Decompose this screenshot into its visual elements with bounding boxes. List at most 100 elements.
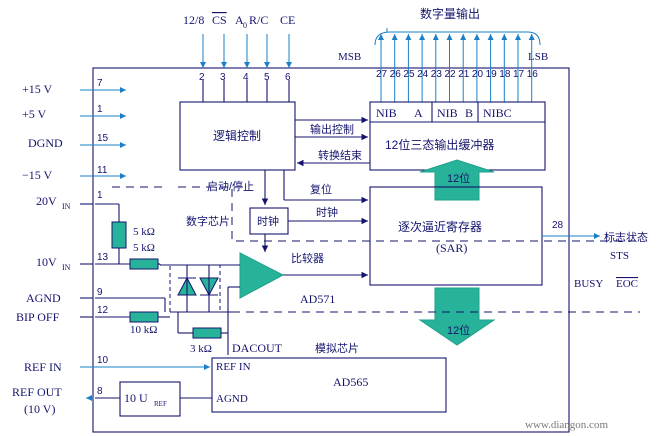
left-num-15: 15	[97, 133, 109, 144]
left-num-7: 7	[97, 78, 103, 89]
left-num-13: 13	[97, 252, 109, 263]
left-num-12: 12	[97, 305, 109, 316]
pin-label-rc: R/C	[249, 13, 268, 27]
pin-num-6: 6	[285, 72, 291, 83]
pin-label-12-8: 12/8	[183, 13, 204, 27]
resistor-10k	[129, 311, 159, 323]
left-label-agnd: AGND	[26, 291, 61, 305]
clock-block-label: 时钟	[257, 214, 279, 228]
lsb-label: LSB	[528, 51, 548, 63]
left-num-8: 8	[97, 386, 103, 397]
reset-label: 复位	[310, 182, 332, 196]
pin-label-cs: CS	[212, 13, 227, 27]
left-label-refin: REF IN	[24, 360, 62, 374]
busy-label: BUSY	[574, 278, 603, 290]
output-pin-17: 17	[513, 69, 525, 80]
left-pins: +15 V +5 V DGND −15 V 20V IN 10V IN AGND…	[12, 78, 210, 416]
reference-block	[119, 381, 181, 417]
left-label-10vin-sub: IN	[62, 263, 71, 272]
logic-control-label: 逻辑控制	[213, 129, 261, 143]
conversion-end-label: 转换结束	[318, 148, 362, 162]
chip-outline	[92, 67, 570, 433]
output-pin-21: 21	[458, 69, 470, 80]
left-num-10: 10	[97, 355, 109, 366]
dacout-label: DACOUT	[232, 341, 283, 355]
eoc-label: EOC	[616, 278, 638, 290]
left-label-refout-value: (10 V)	[24, 402, 55, 416]
left-num-11: 11	[97, 165, 108, 176]
resistor-3k-label: 3 kΩ	[190, 343, 212, 355]
comparator-label: 比较器	[291, 251, 324, 265]
left-label-dgnd: DGND	[28, 136, 63, 150]
nib-c: NIBC	[483, 106, 512, 120]
analog-chip-label: 模拟芯片	[315, 341, 359, 355]
output-pin-23: 23	[431, 69, 443, 80]
status-label: 标志状态	[604, 230, 648, 244]
output-control-label: 输出控制	[310, 122, 354, 136]
left-label-bipoff: BIP OFF	[16, 310, 60, 324]
ad565-label: AD565	[333, 375, 368, 389]
resistor-3k	[192, 327, 222, 339]
pin-label-a0-sub: 0	[243, 21, 247, 30]
output-pin-22: 22	[445, 69, 457, 80]
msb-label: MSB	[338, 51, 361, 63]
nib-a-2: A	[414, 106, 423, 120]
left-num-9: 9	[97, 287, 103, 298]
resistor-5k-b	[129, 258, 159, 270]
ad565-block	[211, 357, 447, 413]
left-label-10vin: 10V	[36, 255, 57, 269]
resistor-10k-label: 10 kΩ	[130, 324, 157, 336]
left-label-20vin-sub: IN	[62, 202, 71, 211]
output-pin-24: 24	[417, 69, 429, 80]
left-num-1a: 1	[97, 104, 103, 115]
start-stop-label: 启动/停止	[207, 179, 254, 193]
resistor-5k-b-label: 5 kΩ	[133, 242, 155, 254]
sar-block	[369, 186, 543, 286]
left-label-m15v: −15 V	[22, 168, 53, 182]
top-pins: 12/8 CS A 0 R/C CE 2 3 4 5 6	[183, 13, 295, 102]
bits-top-label: 12位	[447, 171, 470, 185]
nib-a-1: NIB	[376, 106, 397, 120]
output-pin-27: 27	[376, 69, 388, 80]
sts-label: STS	[610, 250, 629, 262]
bits-arrow-down	[418, 287, 496, 346]
buffer-title: 12位三态输出缓冲器	[385, 137, 494, 152]
ad571-label: AD571	[300, 292, 335, 306]
clock-signal-label: 时钟	[316, 205, 338, 219]
sar-sub-label: (SAR)	[436, 241, 467, 255]
left-num-1b: 1	[97, 190, 103, 201]
ad565-ref-in: REF IN	[216, 361, 251, 373]
comparator	[239, 252, 285, 299]
logic-control-block	[179, 101, 296, 171]
pin-num-3: 3	[220, 72, 226, 83]
pin-num-5: 5	[264, 72, 270, 83]
resistor-5k-a	[111, 221, 127, 249]
bits-arrow-up	[419, 159, 495, 201]
left-label-5v: +5 V	[22, 107, 47, 121]
output-pin-26: 26	[390, 69, 402, 80]
digital-chip-label: 数字芯片	[186, 214, 230, 228]
pin-28: 28	[552, 220, 564, 231]
output-pin-16: 16	[527, 69, 539, 80]
left-label-15v: +15 V	[22, 82, 53, 96]
nib-b-1: NIB	[437, 106, 458, 120]
reference-label: 10 U	[124, 391, 148, 405]
digital-output-title: 数字量输出	[420, 6, 480, 21]
sar-label: 逐次逼近寄存器	[398, 219, 482, 234]
resistor-5k-a-label: 5 kΩ	[133, 226, 155, 238]
ad565-agnd: AGND	[216, 393, 248, 405]
output-pin-25: 25	[403, 69, 415, 80]
left-label-20vin: 20V	[36, 194, 57, 208]
pin-num-2: 2	[199, 72, 205, 83]
pin-num-4: 4	[243, 72, 249, 83]
pin-label-ce: CE	[280, 13, 295, 27]
nib-b-2: B	[465, 106, 473, 120]
bits-bottom-label: 12位	[447, 323, 470, 337]
output-pin-18: 18	[499, 69, 511, 80]
output-pin-19: 19	[486, 69, 498, 80]
pin-label-a0: A	[235, 13, 244, 27]
left-label-refout: REF OUT	[12, 385, 62, 399]
watermark: www.diangon.com	[525, 419, 608, 431]
